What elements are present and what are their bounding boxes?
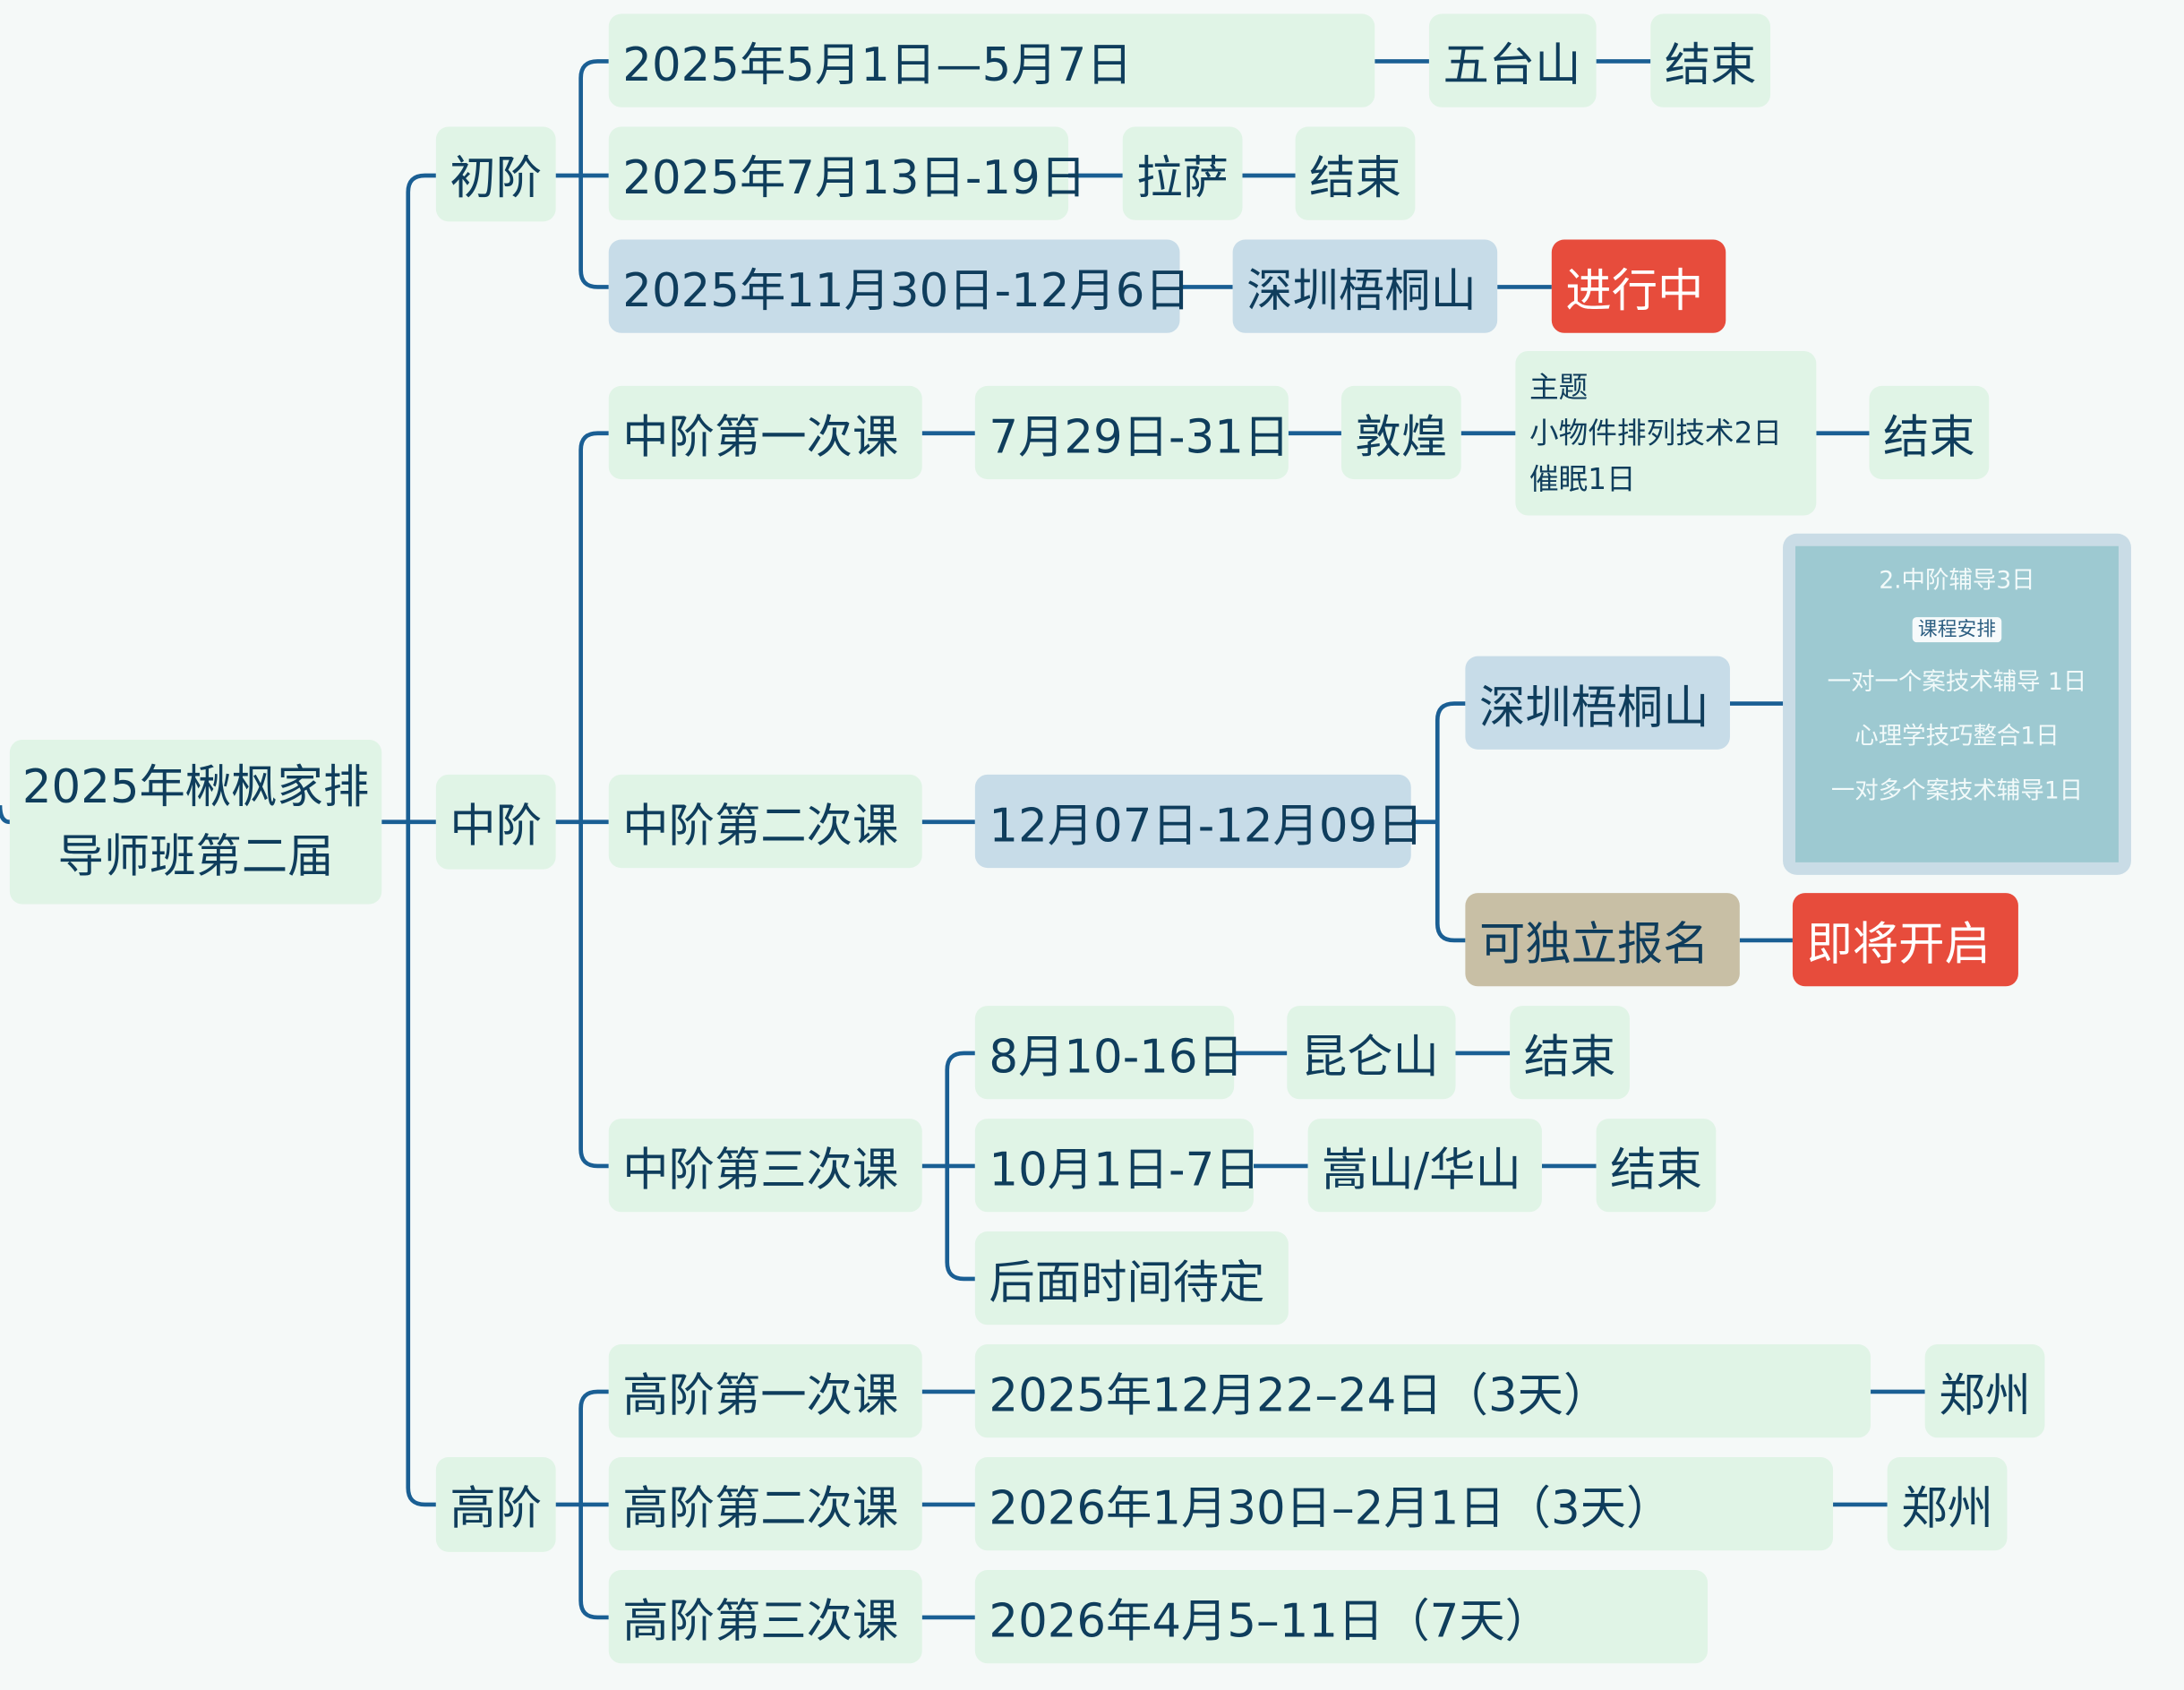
status-ended-node[interactable]: 结束 bbox=[1650, 13, 1771, 107]
course-info-card[interactable]: 2.中阶辅导3日 课程安排 一对一个案技术辅导 1日 心理学技巧整合1日 一对多… bbox=[1783, 533, 2131, 875]
course-node[interactable]: 中阶第一次课 bbox=[608, 385, 922, 480]
place-node[interactable]: 深圳梧桐山 bbox=[1465, 656, 1730, 750]
date-node[interactable]: 2026年1月30日–2月1日（3天） bbox=[974, 1457, 1834, 1551]
course-node[interactable]: 中阶第二次课 bbox=[608, 774, 922, 869]
place-node[interactable]: 昆仑山 bbox=[1287, 1006, 1456, 1100]
beginner-date-node[interactable]: 2025年5月1日—5月7日 bbox=[608, 13, 1375, 107]
info-tag: 课程安排 bbox=[1912, 617, 2002, 643]
beginner-place-node[interactable]: 五台山 bbox=[1428, 13, 1597, 107]
place-node[interactable]: 郑州 bbox=[1924, 1344, 2045, 1438]
course-node[interactable]: 高阶第一次课 bbox=[608, 1344, 922, 1438]
info-item: 一对多个案技术辅导1日 bbox=[1830, 776, 2084, 806]
level-advanced[interactable]: 高阶 bbox=[435, 1457, 556, 1552]
date-node[interactable]: 后面时间待定 bbox=[974, 1231, 1289, 1325]
root-title-line1: 2025年楸枫家排 bbox=[21, 759, 370, 814]
beginner-place-node[interactable]: 深圳梧桐山 bbox=[1232, 239, 1498, 333]
topic-line: 小物件排列技术2日 bbox=[1529, 416, 1783, 450]
info-item: 心理学技巧整合1日 bbox=[1854, 723, 2060, 751]
level-intermediate[interactable]: 中阶 bbox=[435, 774, 556, 870]
topic-line: 主题 bbox=[1529, 369, 1589, 404]
root-title-line2: 导师班第二届 bbox=[57, 828, 334, 884]
status-ended-node[interactable]: 结束 bbox=[1510, 1006, 1630, 1100]
info-title: 2.中阶辅导3日 bbox=[1879, 567, 2035, 596]
beginner-place-node[interactable]: 拉萨 bbox=[1122, 126, 1243, 220]
level-beginner[interactable]: 初阶 bbox=[435, 126, 556, 222]
date-node[interactable]: 8月10-16日 bbox=[974, 1006, 1244, 1100]
place-node[interactable]: 郑州 bbox=[1887, 1457, 2008, 1551]
course-node[interactable]: 高阶第三次课 bbox=[608, 1570, 922, 1664]
date-node[interactable]: 12月07日-12月09日 bbox=[974, 774, 1424, 869]
place-node[interactable]: 敦煌 bbox=[1340, 385, 1461, 480]
beginner-date-node[interactable]: 2025年7月13日-19日 bbox=[608, 126, 1086, 220]
course-node[interactable]: 中阶第三次课 bbox=[608, 1119, 922, 1213]
date-node[interactable]: 10月1日-7日 bbox=[974, 1119, 1261, 1213]
status-upcoming-node[interactable]: 即将开启 bbox=[1792, 893, 2018, 987]
root-node[interactable]: 2025年楸枫家排 导师班第二届 bbox=[9, 739, 382, 905]
status-ended-node[interactable]: 结束 bbox=[1596, 1119, 1717, 1213]
place-node[interactable]: 嵩山/华山 bbox=[1307, 1119, 1542, 1213]
course-node[interactable]: 高阶第二次课 bbox=[608, 1457, 922, 1551]
beginner-date-node[interactable]: 2025年11月30日-12月6日 bbox=[608, 239, 1191, 333]
topic-line: 催眠1日 bbox=[1529, 461, 1636, 495]
register-node[interactable]: 可独立报名 bbox=[1465, 893, 1740, 987]
info-item: 一对一个案技术辅导 1日 bbox=[1827, 668, 2087, 697]
status-ended-node[interactable]: 结束 bbox=[1869, 385, 1990, 480]
date-node[interactable]: 7月29日-31日 bbox=[974, 385, 1289, 480]
date-node[interactable]: 2026年4月5–11日（7天） bbox=[974, 1570, 1709, 1664]
date-node[interactable]: 2025年12月22–24日（3天） bbox=[974, 1344, 1871, 1438]
status-in-progress-node[interactable]: 进行中 bbox=[1551, 239, 1726, 333]
topic-node[interactable]: 主题 小物件排列技术2日 催眠1日 bbox=[1515, 350, 1817, 516]
status-ended-node[interactable]: 结束 bbox=[1295, 126, 1416, 220]
